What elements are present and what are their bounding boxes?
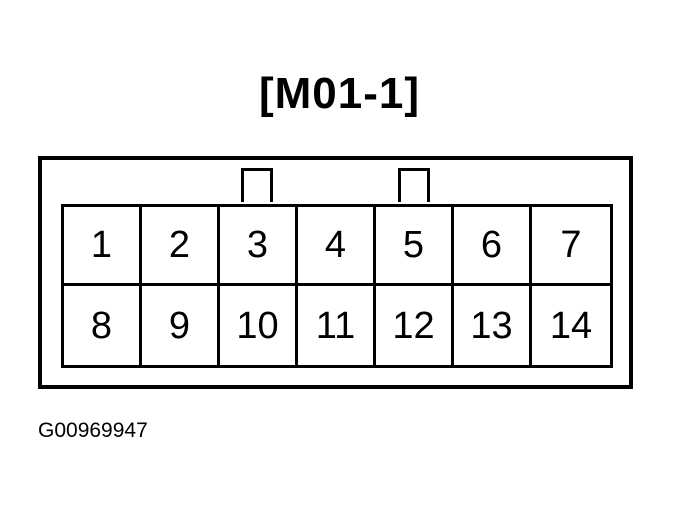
pin-cell: 2 (142, 207, 220, 286)
pin-cell: 4 (298, 207, 376, 286)
pin-cell: 5 (376, 207, 454, 286)
pin-cell: 6 (454, 207, 532, 286)
connector-title: [M01-1] (258, 69, 421, 118)
locking-tab-right (398, 168, 430, 202)
connector-housing (38, 156, 633, 389)
pin-cell: 14 (549, 304, 593, 347)
pin-cell: 1 (64, 207, 142, 286)
pin-cell: 9 (142, 286, 220, 365)
pin-cell: 12 (376, 286, 454, 365)
pin-cell: 10 (220, 286, 298, 365)
pin-cell: 7 (532, 207, 610, 286)
locking-tab-left (241, 168, 273, 202)
pin-cell: 8 (64, 286, 142, 365)
pin-cell: 3 (220, 207, 298, 286)
pin-cell: 11 (298, 286, 376, 365)
figure-id: G00969947 (38, 419, 148, 442)
pin-cell: 13 (454, 286, 532, 365)
